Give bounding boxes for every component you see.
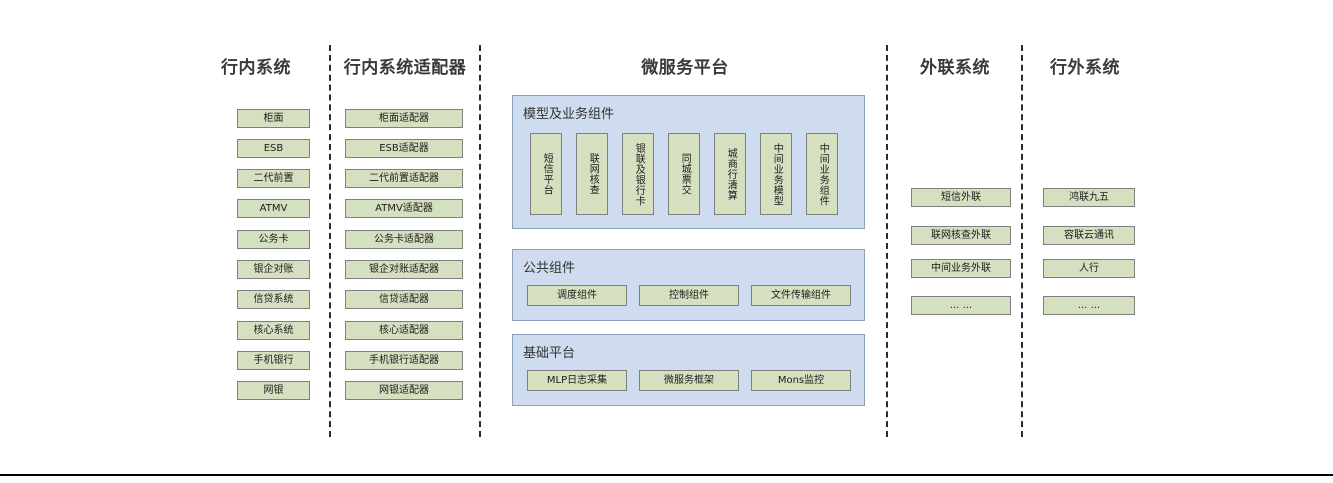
column-separator-1 bbox=[329, 45, 331, 437]
node-internal-system-adapter[interactable]: ATMV适配器 bbox=[345, 199, 463, 218]
node-internal-system[interactable]: 二代前置 bbox=[237, 169, 310, 188]
node-internal-system-adapter[interactable]: 二代前置适配器 bbox=[345, 169, 463, 188]
vnode-model-component[interactable]: 城商行清算 bbox=[714, 133, 746, 215]
node-internal-system-adapter[interactable]: 公务卡适配器 bbox=[345, 230, 463, 249]
vnode-model-component[interactable]: 联网核查 bbox=[576, 133, 608, 215]
vnode-model-component[interactable]: 中间业务组件 bbox=[806, 133, 838, 215]
column-separator-3 bbox=[886, 45, 888, 437]
node-public-component[interactable]: 文件传输组件 bbox=[751, 285, 851, 306]
node-internal-system-adapter[interactable]: 柜面适配器 bbox=[345, 109, 463, 128]
vnode-model-component[interactable]: 中间业务模型 bbox=[760, 133, 792, 215]
column-title-internal-systems: 行内系统 bbox=[221, 58, 291, 78]
column-separator-2 bbox=[479, 45, 481, 437]
vnode-model-component[interactable]: 同城票交 bbox=[668, 133, 700, 215]
node-internal-system-adapter[interactable]: 银企对账适配器 bbox=[345, 260, 463, 279]
column-separator-4 bbox=[1021, 45, 1023, 437]
node-internal-system[interactable]: 网银 bbox=[237, 381, 310, 400]
node-internal-system-adapter[interactable]: ESB适配器 bbox=[345, 139, 463, 158]
vnode-label: 城商行清算 bbox=[725, 147, 737, 201]
node-internal-system[interactable]: ESB bbox=[237, 139, 310, 158]
vnode-model-component[interactable]: 短信平台 bbox=[530, 133, 562, 215]
vnode-label: 中间业务组件 bbox=[817, 142, 829, 206]
column-title-external-link-systems: 外联系统 bbox=[920, 58, 990, 78]
node-base-platform-component[interactable]: Mons监控 bbox=[751, 370, 851, 391]
node-internal-system-adapter[interactable]: 网银适配器 bbox=[345, 381, 463, 400]
node-outside-bank-system[interactable]: ... ... bbox=[1043, 296, 1135, 315]
node-base-platform-component[interactable]: 微服务框架 bbox=[639, 370, 739, 391]
node-internal-system[interactable]: 银企对账 bbox=[237, 260, 310, 279]
node-internal-system[interactable]: 信贷系统 bbox=[237, 290, 310, 309]
node-internal-system-adapter[interactable]: 核心适配器 bbox=[345, 321, 463, 340]
node-internal-system[interactable]: 柜面 bbox=[237, 109, 310, 128]
vnode-label: 短信平台 bbox=[541, 153, 553, 195]
vnode-model-component[interactable]: 银联及银行卡 bbox=[622, 133, 654, 215]
node-external-link-system[interactable]: 短信外联 bbox=[911, 188, 1011, 207]
vnode-label: 联网核查 bbox=[587, 153, 599, 195]
node-outside-bank-system[interactable]: 鸿联九五 bbox=[1043, 188, 1135, 207]
node-outside-bank-system[interactable]: 容联云通讯 bbox=[1043, 226, 1135, 245]
column-title-microservice-platform: 微服务平台 bbox=[641, 58, 729, 78]
node-base-platform-component[interactable]: MLP日志采集 bbox=[527, 370, 627, 391]
node-external-link-system[interactable]: 中间业务外联 bbox=[911, 259, 1011, 278]
vnode-label: 银联及银行卡 bbox=[633, 142, 645, 206]
node-external-link-system[interactable]: 联网核查外联 bbox=[911, 226, 1011, 245]
node-public-component[interactable]: 控制组件 bbox=[639, 285, 739, 306]
node-internal-system[interactable]: 公务卡 bbox=[237, 230, 310, 249]
vnode-label: 中间业务模型 bbox=[771, 142, 783, 206]
node-internal-system[interactable]: ATMV bbox=[237, 199, 310, 218]
node-public-component[interactable]: 调度组件 bbox=[527, 285, 627, 306]
node-internal-system-adapter[interactable]: 信贷适配器 bbox=[345, 290, 463, 309]
panel-title-model-business-components: 模型及业务组件 bbox=[523, 107, 615, 122]
vnode-label: 同城票交 bbox=[679, 153, 691, 195]
panel-title-public-components: 公共组件 bbox=[523, 261, 576, 276]
panel-title-base-platform: 基础平台 bbox=[523, 346, 576, 361]
column-title-internal-system-adapters: 行内系统适配器 bbox=[343, 58, 467, 78]
node-internal-system[interactable]: 手机银行 bbox=[237, 351, 310, 370]
node-internal-system[interactable]: 核心系统 bbox=[237, 321, 310, 340]
node-internal-system-adapter[interactable]: 手机银行适配器 bbox=[345, 351, 463, 370]
bottom-divider bbox=[0, 474, 1333, 476]
node-external-link-system[interactable]: ... ... bbox=[911, 296, 1011, 315]
node-outside-bank-system[interactable]: 人行 bbox=[1043, 259, 1135, 278]
column-title-outside-bank-systems: 行外系统 bbox=[1050, 58, 1120, 78]
